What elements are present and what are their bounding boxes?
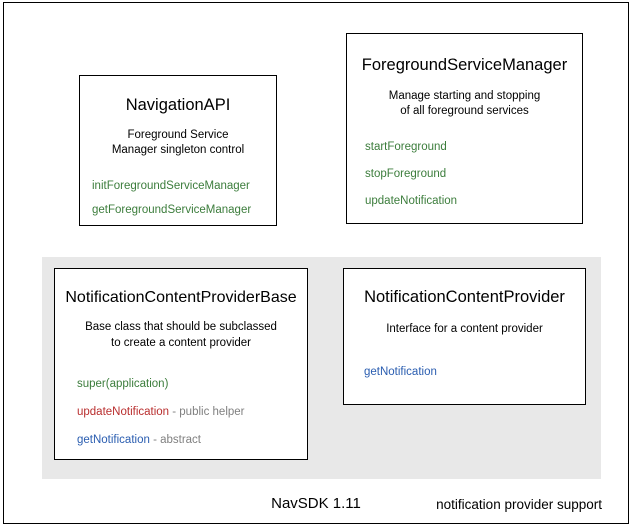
class-member-list: getNotification [344, 365, 585, 380]
member-name: updateNotification [77, 406, 170, 419]
class-member-list: startForeground stopForeground updateNot… [347, 140, 582, 209]
member-name: stopForeground [365, 167, 447, 180]
member-name: super(application) [77, 378, 169, 391]
member-name: startForeground [365, 140, 447, 153]
class-member[interactable]: stopForeground [365, 167, 582, 182]
member-name: getNotification [77, 434, 150, 447]
class-member[interactable]: super(application) [77, 377, 307, 392]
class-member[interactable]: getNotification - abstract [77, 433, 307, 448]
notification-provider-support-caption: notification provider support [436, 497, 602, 512]
class-member[interactable]: getNotification [364, 365, 585, 380]
class-member[interactable]: updateNotification - public helper [77, 405, 307, 420]
class-box-notification-content-provider-base[interactable]: NotificationContentProviderBase Base cla… [54, 268, 308, 460]
class-member[interactable]: updateNotification [365, 194, 582, 209]
class-title: NotificationContentProvider [364, 288, 565, 306]
class-member-list: initForegroundServiceManager getForegrou… [80, 179, 276, 218]
member-name: getNotification [364, 366, 437, 379]
class-description: Interface for a content provider [386, 322, 543, 335]
member-name: getForegroundServiceManager [92, 203, 252, 216]
member-name: initForegroundServiceManager [92, 179, 250, 192]
class-title: NavigationAPI [125, 96, 231, 114]
class-title: NotificationContentProviderBase [65, 289, 297, 306]
class-box-notification-content-provider[interactable]: NotificationContentProvider Interface fo… [343, 268, 586, 405]
class-member-list: super(application) updateNotification - … [55, 377, 307, 448]
class-member[interactable]: startForeground [365, 140, 582, 155]
member-name: updateNotification [365, 194, 458, 207]
class-member[interactable]: initForegroundServiceManager [92, 179, 276, 194]
class-title: ForegroundServiceManager [361, 56, 568, 74]
navsdk-version-label: NavSDK 1.11 [271, 495, 361, 512]
class-member[interactable]: getForegroundServiceManager [92, 203, 276, 218]
member-note: - abstract [149, 434, 202, 447]
member-note: - public helper [169, 406, 245, 419]
class-box-foreground-service-manager[interactable]: ForegroundServiceManager Manage starting… [346, 33, 583, 224]
